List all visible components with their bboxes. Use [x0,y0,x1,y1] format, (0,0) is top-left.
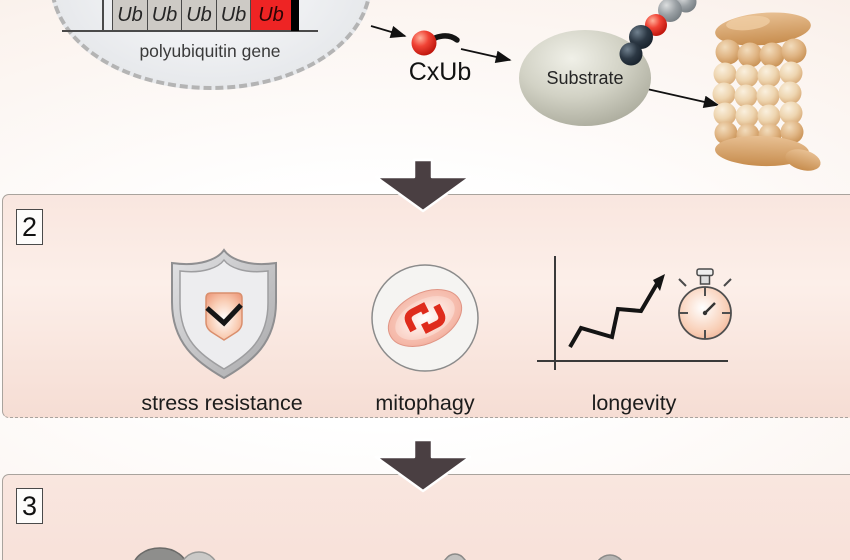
ub-label: Ub [117,4,143,26]
polyubiquitin-gene-label: polyubiquitin gene [139,41,281,61]
gene-terminator-bar [290,0,299,31]
panel-3-number: 3 [16,488,43,524]
ub-label: Ub [151,4,178,26]
ub-repeat-box: Ub [215,0,252,31]
panel-2 [2,194,850,418]
ub-label: Ub [258,4,284,26]
substrate-label: Substrate [546,68,624,88]
ub-repeat-box: Ub [181,0,217,31]
ub-repeat-box-highlighted: Ub [250,0,292,31]
ubiquitin-chain-icon [619,0,697,66]
gene-line [62,30,318,32]
mitophagy-label: mitophagy [375,391,475,415]
polyubiquitin-repeats: Ub Ub Ub Ub Ub [112,0,299,31]
proteasome-icon [712,12,821,171]
panel-3-number-text: 3 [21,490,38,521]
gene-start-tick [102,0,104,30]
longevity-label: longevity [591,391,677,415]
ub-repeat-box: Ub [146,0,183,31]
ub-repeat-box: Ub [112,0,148,31]
cxub-label: CxUb [408,58,472,86]
panel-3 [2,474,850,560]
panel-2-number-text: 2 [21,211,38,242]
stress-resistance-label: stress resistance [141,391,303,415]
cxub-molecule [411,30,460,56]
ub-label: Ub [186,4,212,26]
panel-2-number: 2 [16,209,43,245]
ub-label: Ub [220,4,247,26]
